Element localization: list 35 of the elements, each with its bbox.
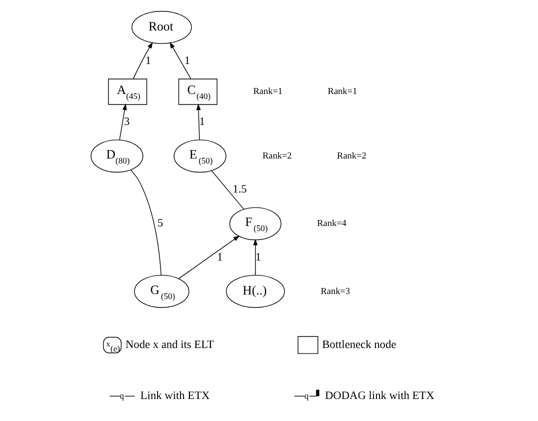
arrow — [132, 42, 152, 80]
label: Rank=4 — [316, 218, 346, 228]
arrow — [178, 236, 240, 279]
arrow — [118, 104, 126, 140]
label: Rank=3 — [320, 286, 350, 296]
label: Rank=1 — [327, 86, 357, 96]
node-box: A$_{(45)}$ — [108, 78, 147, 105]
connector — [210, 170, 244, 210]
connector — [130, 170, 161, 276]
legend-label: Bottleneck node — [322, 338, 396, 351]
edge-label: 5 — [156, 217, 163, 230]
edge-label: 1 — [184, 54, 190, 67]
arrow — [252, 238, 258, 276]
node-ellipse: G$_{(50)}$ — [134, 274, 189, 308]
edge-label: 3 — [124, 116, 130, 128]
legend-label: Link with ETX — [140, 390, 210, 402]
node-ellipse: Root — [131, 10, 192, 44]
node-ellipse: D$_{(80)}$ — [90, 140, 143, 173]
legend-label: DODAG link with ETX — [324, 390, 434, 402]
node-ellipse: E$_{(50)}$ — [173, 140, 226, 173]
edge-label: 1 — [216, 251, 222, 264]
node-box: C$_{(40)}$ — [178, 78, 217, 105]
label: Rank=2 — [262, 150, 292, 161]
arrow — [196, 104, 200, 140]
label: Rank=1 — [252, 86, 282, 96]
arrow — [169, 42, 191, 80]
label: Rank=2 — [336, 150, 366, 161]
edge-label: 1.5 — [232, 184, 246, 196]
edge-label: 1 — [144, 54, 151, 67]
label: q — [119, 390, 124, 400]
edge-label: 1 — [198, 116, 204, 128]
legend-label: Node x and its ELT — [124, 338, 214, 351]
edge-label: 1 — [254, 251, 261, 264]
label: q — [304, 390, 308, 400]
node-ellipse: H(..) — [225, 274, 284, 308]
